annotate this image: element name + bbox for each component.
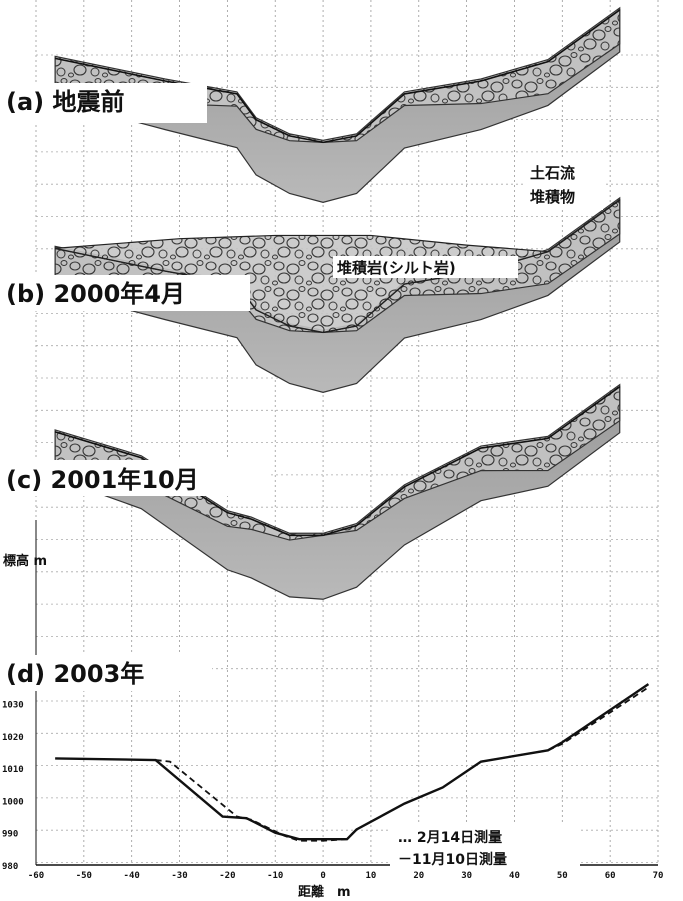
annotation-debris-2: 堆積物 xyxy=(530,188,575,206)
panel-label-c: (c) 2001年10月 xyxy=(6,466,199,494)
panel-label-d: (d) 2003年 xyxy=(6,660,144,688)
annotation-bedrock: 堆積岩(シルト岩) xyxy=(337,259,456,277)
y-tick-label: 1010 xyxy=(2,765,24,775)
y-axis-label: 標高 m xyxy=(3,553,47,569)
annotation-debris-1: 土石流 xyxy=(530,164,575,182)
x-tick-label: -20 xyxy=(219,871,235,881)
ground-surface xyxy=(54,9,621,144)
x-tick-label: 0 xyxy=(320,871,325,881)
x-tick-label: 30 xyxy=(461,871,472,881)
profile-lines xyxy=(55,683,650,842)
x-tick-label: 50 xyxy=(557,871,568,881)
x-tick-label: -10 xyxy=(267,871,283,881)
y-tick-label: 1030 xyxy=(2,701,24,711)
y-tick-label: 990 xyxy=(2,830,18,840)
debris-deposit xyxy=(54,6,621,143)
x-tick-label: 10 xyxy=(366,871,377,881)
x-tick-label: 60 xyxy=(605,871,616,881)
series-line-feb xyxy=(155,686,649,842)
y-tick-label: 980 xyxy=(2,862,18,872)
legend-entry-nov: －11月10日測量 xyxy=(398,851,507,868)
y-tick-label: 1020 xyxy=(2,733,24,743)
legend-entry-feb: … 2月14日測量 xyxy=(398,829,502,846)
debris-deposit xyxy=(54,383,621,541)
x-tick-labels: -60 -50 -40 -30 -20 -10 0 10 20 30 40 50 60 70 xyxy=(28,871,664,881)
x-axis-label: 距離 m xyxy=(298,884,351,900)
y-tick-labels: 98099010001010102010301040 xyxy=(2,668,24,872)
x-tick-label: 20 xyxy=(413,871,424,881)
x-tick-label: -30 xyxy=(171,871,187,881)
x-tick-label: -40 xyxy=(124,871,140,881)
panel-label-a: (a) 地震前 xyxy=(6,88,125,116)
x-tick-label: -60 xyxy=(28,871,44,881)
panel-label-b: (b) 2000年4月 xyxy=(6,280,185,308)
x-tick-label: 40 xyxy=(509,871,520,881)
x-tick-label: 70 xyxy=(653,871,664,881)
series-line-nov xyxy=(55,683,650,841)
x-tick-label: -50 xyxy=(76,871,92,881)
y-tick-label: 1000 xyxy=(2,797,24,807)
